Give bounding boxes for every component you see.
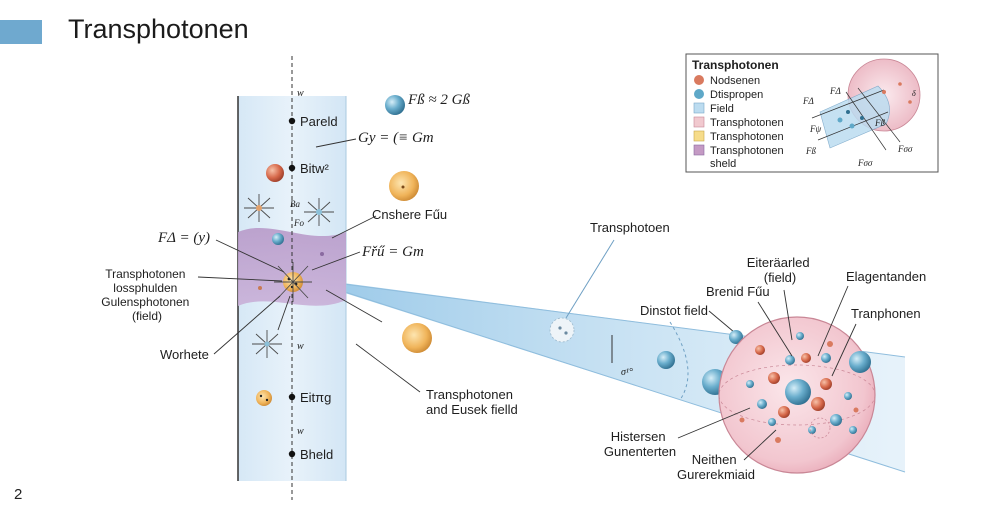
blue-particle-rim — [729, 330, 743, 344]
legend-swatch-yellow — [693, 130, 705, 142]
legend-swatch-dtispropen — [694, 89, 704, 99]
label-worhete: Worhete — [160, 347, 209, 362]
legend-swatch-purple — [693, 144, 705, 156]
axis-dot — [288, 164, 296, 172]
legend-swatch-pink — [693, 116, 705, 128]
blue-particle-rim-right — [849, 351, 871, 373]
svg-text:Fß: Fß — [874, 118, 885, 128]
axis-dot — [288, 450, 296, 458]
label-neithen: Neithen Gurerekmiaid — [677, 452, 755, 482]
orange-particle-lower — [402, 323, 432, 353]
legend-item-label: Dtispropen — [710, 89, 763, 101]
legend-item-label: Transphotonen — [710, 131, 784, 143]
svg-text:Fσσ: Fσσ — [897, 144, 913, 154]
label-onshere: Cnshere Fűu — [372, 207, 447, 222]
w-mark: w — [297, 426, 304, 437]
legend-item-label-line2: sheld — [710, 158, 736, 170]
axis-dot — [288, 393, 296, 401]
svg-text:FΔ: FΔ — [829, 86, 841, 96]
svg-text:FΔ: FΔ — [802, 96, 814, 106]
equation-fg: Fß ≈ 2 Gß — [407, 92, 470, 108]
label-brenid: Brenid Fűu — [706, 284, 770, 299]
blue-particle — [272, 233, 284, 245]
small-particle-cloud — [549, 317, 575, 343]
label-elagentanden: Elagentanden — [846, 269, 926, 284]
legend-swatch-field — [693, 102, 705, 114]
red-particle — [266, 164, 284, 182]
svg-text:Fσσ: Fσσ — [857, 158, 873, 168]
label-tranphonen: Tranphonen — [851, 306, 921, 321]
legend-items: Nodsenen Dtispropen Field Transphotonen … — [693, 75, 784, 170]
axis-dot — [288, 117, 296, 125]
svg-text:Fß: Fß — [805, 146, 816, 156]
sphere-particles — [739, 332, 859, 443]
small-math-label: σ¹° — [621, 367, 633, 378]
fo-mark: Fo — [293, 218, 304, 228]
orange-particle — [256, 390, 272, 406]
label-eiterarled: Eiteräarled (field) — [747, 255, 814, 285]
legend-title: Transphotonen — [692, 58, 779, 72]
ba-mark: Ba — [290, 199, 300, 209]
svg-text:δ: δ — [912, 89, 916, 98]
legend-item-label: Field — [710, 103, 734, 115]
axis-label-eitng: Eitπg — [300, 390, 331, 405]
legend-item-label: Transphotonen — [710, 145, 784, 157]
label-and-field: Transphotonen and Eusek fielld — [426, 387, 518, 417]
equation-fd: FΔ = (y) — [157, 230, 210, 246]
legend-mini-diagram: FΔ FΔ Fψ Fß Fß Fσσ Fσσ δ — [802, 58, 921, 168]
legend-swatch-nodsenen — [694, 75, 704, 85]
equation-fr: Fřű = Gm — [361, 244, 424, 260]
w-mark: w — [297, 88, 304, 99]
label-transphotoen: Transphotoen — [590, 220, 670, 235]
axis-label-bheld: Bheld — [300, 447, 333, 462]
label-transphotonen-block: Transphotonen lossphulden Gulensphotonen… — [101, 267, 192, 323]
page-number: 2 — [14, 486, 23, 503]
label-dinstot-field: Dinstot field — [640, 303, 708, 318]
blue-particle-large — [385, 95, 405, 115]
title-accent-bar — [0, 20, 42, 44]
label-histersen: Histersen Gunenterten — [604, 429, 676, 459]
page-title: Transphotonen — [68, 14, 249, 44]
legend-item-label: Nodsenen — [710, 75, 760, 87]
axis-label-pareld: Pareld — [300, 114, 338, 129]
blue-particle-beam — [657, 351, 675, 369]
equation-gy: Gy = (≡ Gm — [358, 130, 434, 146]
w-mark: w — [297, 341, 304, 352]
svg-text:Fψ: Fψ — [809, 124, 821, 134]
axis-label-bitw: Bitw² — [300, 161, 330, 176]
legend-item-label: Transphotonen — [710, 117, 784, 129]
